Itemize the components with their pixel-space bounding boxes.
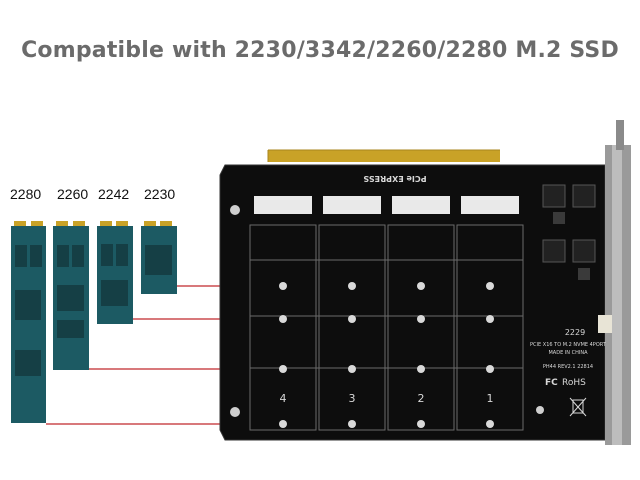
ssd-2260 [53,221,89,370]
headline: Compatible with 2230/3342/2260/2280 M.2 … [21,38,619,63]
power-components [542,184,612,333]
m2-slots [249,196,524,431]
silkscreen-model: PH44 REV2.1 22814 [543,364,593,370]
weee-bin-icon [569,397,587,417]
slot-number-4: 4 [280,392,287,405]
ssd-size-label-2230: 2230 [144,186,176,202]
slot-number-1: 1 [487,392,494,405]
ssd-size-label-2242: 2242 [98,186,130,202]
ssd-2280 [11,221,46,423]
brand-text: PCIe EXPRESS [363,174,426,183]
made-in: MADE IN CHINA [548,350,588,356]
rohs-mark: RoHS [562,378,586,388]
ssd-size-label-2280: 2280 [10,186,42,202]
metal-bracket [605,120,631,445]
mounting-holes [230,205,544,417]
version-code: 2229 [565,328,585,337]
ssd-2242 [97,221,133,324]
fc-mark: FC [545,378,558,388]
ssd-2230 [141,221,177,294]
ssd-size-label-2260: 2260 [57,186,89,202]
pcie-gold-fingers [267,149,500,162]
slot-number-3: 3 [349,392,356,405]
silkscreen-desc: PCIE X16 TO M.2 NVME 4PORT [530,342,607,348]
slot-number-2: 2 [418,392,425,405]
